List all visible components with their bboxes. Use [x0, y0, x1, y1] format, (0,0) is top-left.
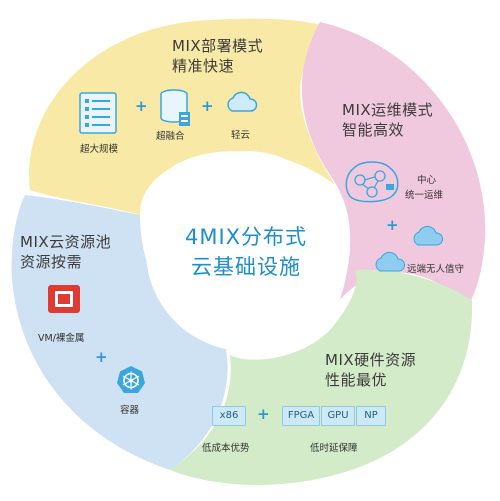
center-title: 4MIX分布式 云基础设施: [146, 222, 346, 282]
chip-x86: x86: [212, 406, 246, 426]
center-title-line1: 4MIX分布式: [184, 225, 308, 249]
server-rack-icon: [79, 92, 117, 134]
ops-title-line2: 智能高效: [342, 121, 405, 139]
plus-sign: +: [95, 348, 108, 366]
hyper-converged-icon: [160, 89, 190, 126]
center-title-line2: 云基础设施: [191, 255, 301, 279]
openstack-logo-icon: [48, 285, 80, 313]
cloud-icon: [375, 251, 405, 272]
kubernetes-wheel-icon: [117, 366, 145, 393]
ops-item-center: 中心: [417, 175, 437, 186]
plus-sign: +: [386, 216, 399, 234]
hardware-label-lowlatency: 低时延保障: [310, 443, 358, 454]
deploy-item-lightcloud: 轻云: [231, 130, 251, 141]
ops-item-unified: 统一运维: [405, 190, 444, 201]
deploy-item-hyperconverged: 超融合: [156, 131, 185, 142]
cloud-item-container: 容器: [120, 405, 140, 416]
plus-sign: +: [135, 97, 148, 115]
ops-item-remote: 远端无人值守: [407, 264, 465, 275]
cloud-item-vm: VM/裸金属: [38, 333, 85, 344]
cloud-title-line2: 资源按需: [20, 253, 83, 271]
cloud-icon: [413, 225, 443, 246]
hardware-label-lowcost: 低成本优势: [202, 443, 250, 454]
chip-fpga: FPGA: [282, 406, 320, 426]
plus-sign: +: [257, 405, 270, 423]
plus-sign: +: [201, 97, 214, 115]
deploy-title-line2: 精准快速: [172, 57, 235, 75]
center-hub: [146, 151, 346, 351]
deploy-title-line1: MIX部署模式: [172, 37, 264, 55]
brain-network-icon: [345, 161, 399, 203]
chip-np: NP: [356, 406, 386, 426]
ops-title: MIX运维模式 智能高效: [342, 100, 433, 140]
deploy-item-large: 超大规模: [80, 144, 119, 155]
ops-title-line1: MIX运维模式: [342, 101, 434, 119]
hardware-title-line2: 性能最优: [325, 371, 388, 389]
hardware-title-line1: MIX硬件资源: [325, 351, 417, 369]
cloud-title: MIX云资源池 资源按需: [20, 232, 111, 272]
light-cloud-icon: [227, 91, 258, 112]
chip-gpu: GPU: [321, 406, 355, 426]
petal-hardware: [170, 269, 473, 485]
cloud-title-line1: MIX云资源池: [20, 233, 112, 251]
petal-cloud: [11, 195, 228, 470]
hardware-title: MIX硬件资源 性能最优: [325, 350, 416, 390]
deploy-title: MIX部署模式 精准快速: [172, 36, 263, 76]
